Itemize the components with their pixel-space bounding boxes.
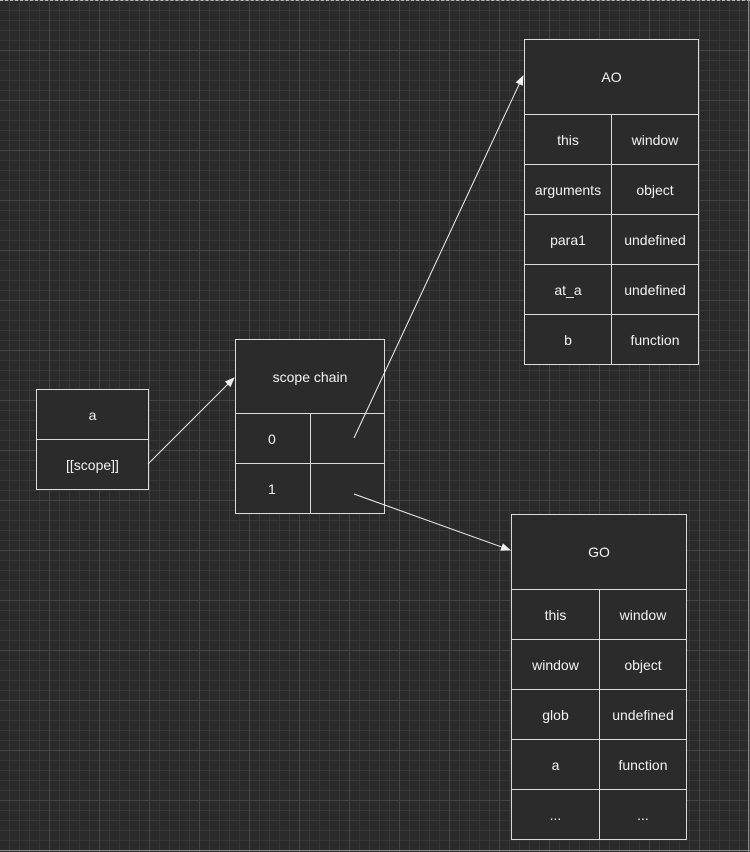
go-value-this[interactable]: window [599,589,687,640]
go-key-ellipsis[interactable]: ... [511,789,600,840]
function-a-scope-slot[interactable]: [[scope]] [36,439,149,490]
ao-value-arguments[interactable]: object [611,164,699,215]
go-key-window[interactable]: window [511,639,600,690]
scope-chain-index-0[interactable]: 0 [235,413,311,464]
go-value-ellipsis[interactable]: ... [599,789,687,840]
ao-key-para1[interactable]: para1 [524,214,612,265]
ao-value-b[interactable]: function [611,314,699,365]
ao-title[interactable]: AO [524,39,699,115]
ao-key-this[interactable]: this [524,114,612,165]
arrow-scope-to-scope-chain[interactable] [147,377,235,465]
go-title[interactable]: GO [511,514,687,590]
ao-key-b[interactable]: b [524,314,612,365]
go-value-glob[interactable]: undefined [599,689,687,740]
go-key-this[interactable]: this [511,589,600,640]
scope-chain-index-1[interactable]: 1 [235,463,311,514]
ao-value-this[interactable]: window [611,114,699,165]
ao-key-at-a[interactable]: at_a [524,264,612,315]
go-key-glob[interactable]: glob [511,689,600,740]
go-value-window[interactable]: object [599,639,687,690]
canvas-right-border [748,0,749,852]
scope-chain-pointer-1[interactable] [310,463,385,514]
go-value-a[interactable]: function [599,739,687,790]
canvas-bottom-border [0,850,750,851]
scope-chain-pointer-0[interactable] [310,413,385,464]
ao-value-at-a[interactable]: undefined [611,264,699,315]
function-a-name[interactable]: a [36,389,149,440]
ao-key-arguments[interactable]: arguments [524,164,612,215]
canvas-top-border [0,0,750,1]
go-key-a[interactable]: a [511,739,600,790]
scope-chain-title[interactable]: scope chain [235,339,385,414]
ao-value-para1[interactable]: undefined [611,214,699,265]
